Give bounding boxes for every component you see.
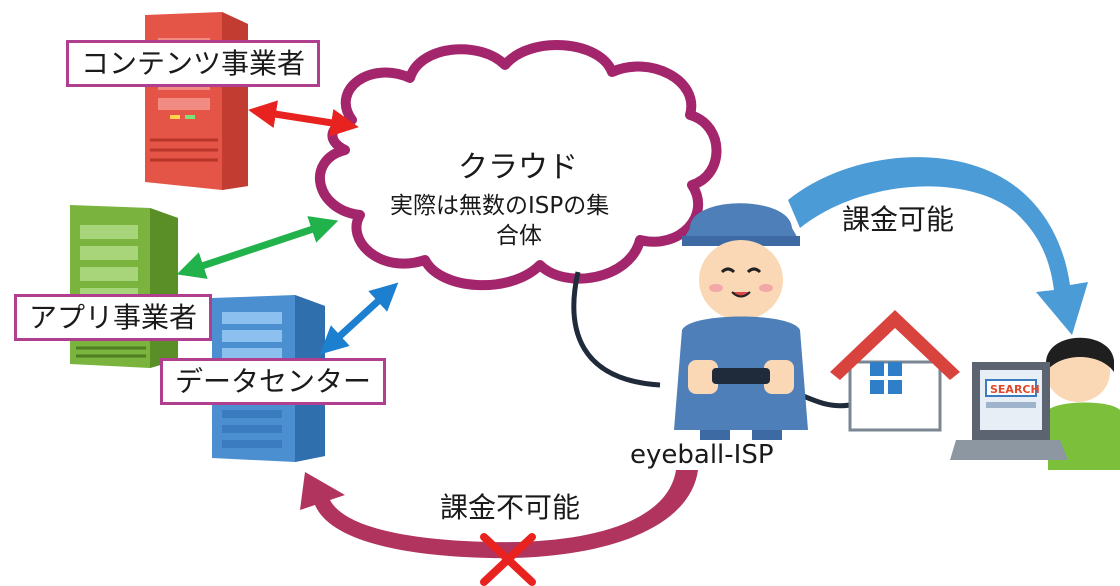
house-icon bbox=[830, 310, 960, 432]
not-billable-label: 課金不可能 bbox=[440, 491, 581, 524]
cloud-title: クラウド bbox=[458, 150, 578, 185]
arrow-content-cloud bbox=[248, 100, 359, 137]
app-provider-label: アプリ事業者 bbox=[14, 294, 213, 341]
user-laptop-icon: SEARCH bbox=[950, 337, 1120, 470]
billable-label: 課金可能 bbox=[842, 203, 955, 236]
eyeball-isp-label: eyeball-ISP bbox=[630, 440, 774, 470]
server-red-icon bbox=[145, 12, 248, 190]
cable-left bbox=[571, 271, 661, 388]
isp-worker-icon bbox=[674, 203, 808, 440]
search-button-label: SEARCH bbox=[990, 383, 1040, 396]
not-billable-arrow bbox=[300, 470, 698, 559]
cloud-description-line1: 実際は無数のISPの集 bbox=[390, 193, 610, 219]
cross-icon bbox=[480, 533, 536, 586]
arrow-datacenter-cloud bbox=[319, 282, 399, 355]
content-provider-label: コンテンツ事業者 bbox=[66, 40, 321, 87]
server-green-icon bbox=[70, 205, 178, 368]
data-center-label: データセンター bbox=[160, 358, 387, 405]
arrow-app-cloud bbox=[176, 216, 339, 279]
billable-arrow bbox=[788, 157, 1088, 335]
cloud-description-line2: 合体 bbox=[496, 223, 542, 249]
